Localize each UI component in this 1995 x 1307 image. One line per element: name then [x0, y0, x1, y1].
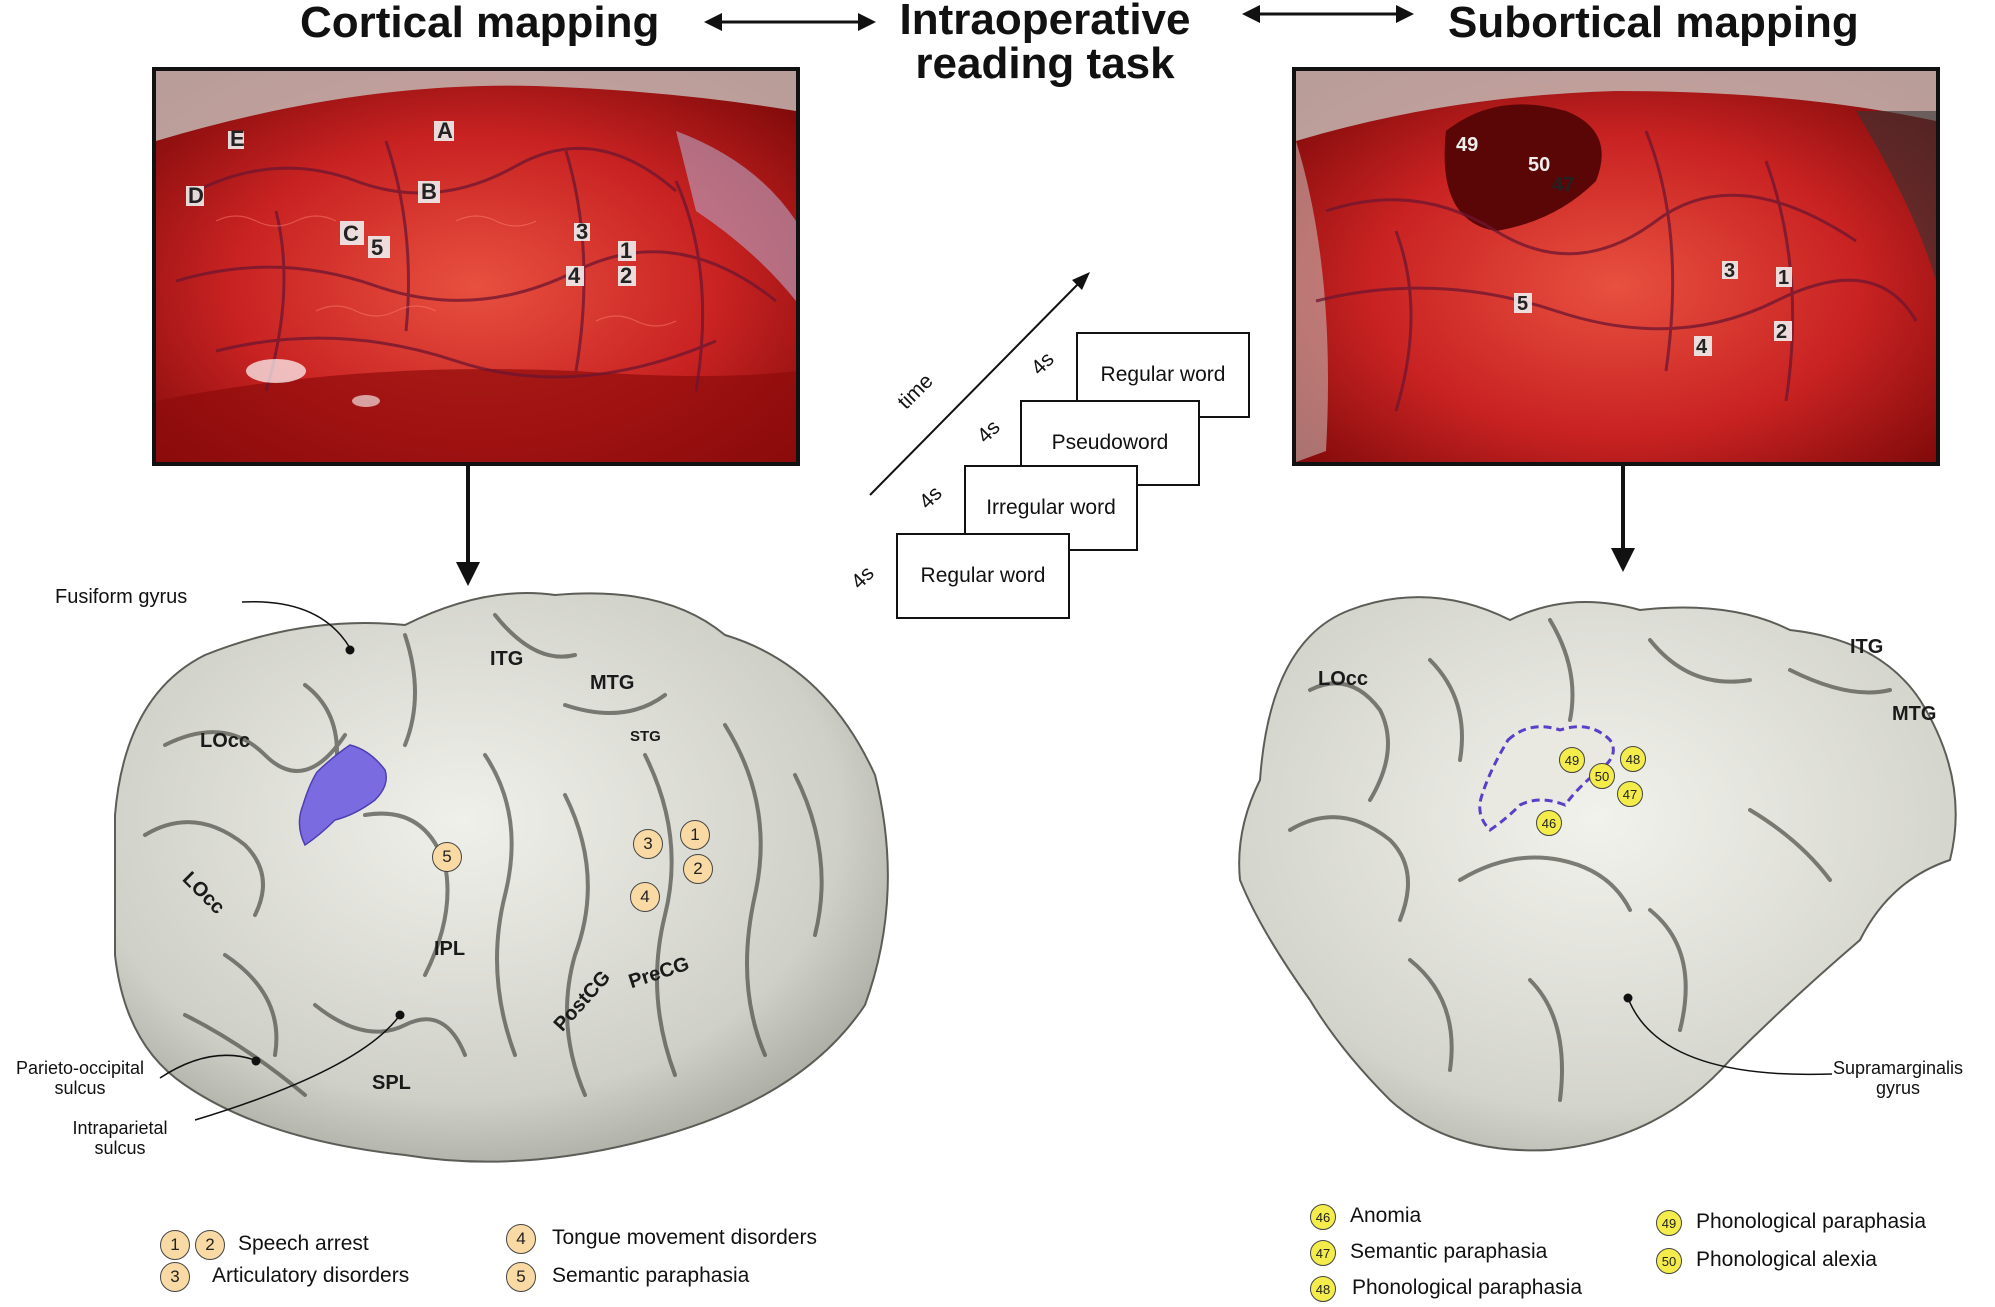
- legend-left-badge-4: 4: [506, 1224, 536, 1254]
- annotation-supra-line1: Supramarginalis: [1832, 1058, 1964, 1078]
- annotation-intrap-line1: Intraparietal: [72, 1118, 168, 1138]
- right-region-itg: ITG: [1850, 636, 1884, 658]
- tag-C: C: [343, 221, 359, 246]
- left-region-itg: ITG: [490, 648, 524, 670]
- right-site-50: 50: [1589, 763, 1615, 789]
- right-site-49: 49: [1559, 747, 1585, 773]
- time-arrow: [869, 272, 1090, 496]
- annotation-fusiform-gyrus: Fusiform gyrus: [55, 586, 188, 608]
- legend-right-badge-47: 47: [1310, 1240, 1336, 1266]
- legend-right-badge-49: 49: [1656, 1210, 1682, 1236]
- task-card-1-word: Regular word: [920, 564, 1046, 587]
- left-region-locc-top: LOcc: [200, 730, 251, 752]
- legend-right-text-semantic: Semantic paraphasia: [1350, 1240, 1548, 1263]
- tag-r5: 5: [1517, 293, 1528, 315]
- legend-left-text-tongue: Tongue movement disorders: [552, 1226, 817, 1249]
- legend-left-badge-3: 3: [160, 1262, 190, 1292]
- leader-fusiform: [241, 600, 355, 655]
- task-card-2-word: Irregular word: [986, 496, 1116, 519]
- legend-right-badge-50: 50: [1656, 1248, 1682, 1274]
- tag-r1: 1: [1778, 267, 1789, 289]
- title-cortical-mapping: Cortical mapping: [300, 0, 660, 47]
- tag-47: 47: [1552, 174, 1574, 196]
- left-region-stg: STG: [630, 728, 661, 745]
- tag-r4: 4: [1696, 336, 1708, 358]
- legend-left-text-speech-arrest: Speech arrest: [238, 1232, 369, 1255]
- annotation-intraparietal: Intraparietal sulcus: [45, 1118, 195, 1158]
- legend-right-text-anomia: Anomia: [1350, 1204, 1422, 1227]
- double-arrow-left: [704, 13, 876, 31]
- task-card-1: Regular word: [896, 533, 1070, 619]
- legend-right-badge-48: 48: [1310, 1276, 1336, 1302]
- title-intraop-line1: Intraoperative: [899, 0, 1191, 44]
- arrow-down-right: [1611, 466, 1635, 572]
- legend-right-text-phonological-48: Phonological paraphasia: [1352, 1276, 1583, 1299]
- tag-49: 49: [1456, 134, 1478, 156]
- task-card-3-word: Pseudoword: [1051, 431, 1169, 454]
- arrow-down-left: [456, 466, 480, 586]
- annotation-parieto-line2: sulcus: [54, 1078, 106, 1098]
- subcortical-surgical-photo: 49 50 47 5 3 1 4 2: [1292, 67, 1940, 466]
- cortical-photo-graphic: A B C D E 5 3 1 4 2: [156, 71, 796, 462]
- task-card-4: Regular word: [1076, 332, 1250, 418]
- tag-A: A: [437, 118, 453, 143]
- tag-2: 2: [620, 263, 632, 288]
- right-site-48: 48: [1620, 746, 1646, 772]
- legend-left-text-articulatory: Articulatory disorders: [212, 1264, 410, 1287]
- title-subcortical-mapping: Subortical mapping: [1448, 0, 1859, 47]
- right-region-mtg: MTG: [1892, 703, 1937, 725]
- tag-4: 4: [568, 263, 581, 288]
- title-intraop-line2: reading task: [915, 39, 1175, 88]
- legend-right-badge-46: 46: [1310, 1204, 1336, 1230]
- left-region-spl: SPL: [372, 1072, 411, 1094]
- leader-supramarginalis: [1623, 993, 1833, 1076]
- legend-right-text-phonological-49: Phonological paraphasia: [1696, 1210, 1927, 1233]
- left-site-5: 5: [432, 842, 462, 872]
- left-brain-surface: [114, 592, 889, 1163]
- legend-left-badge-2: 2: [195, 1230, 225, 1260]
- legend-right-text-alexia: Phonological alexia: [1696, 1248, 1877, 1271]
- left-region-ipl: IPL: [434, 938, 466, 960]
- task-card-4-word: Regular word: [1100, 363, 1226, 386]
- leader-intraparietal: [194, 1010, 405, 1121]
- left-region-mtg: MTG: [590, 672, 635, 694]
- left-brain-highlight-region: [298, 744, 387, 847]
- tag-B: B: [421, 179, 437, 204]
- tag-50: 50: [1528, 154, 1550, 176]
- left-site-1: 1: [680, 820, 710, 850]
- annotation-intrap-line2: sulcus: [94, 1138, 146, 1158]
- subcortical-photo-tags: 49 50 47 5 3 1 4 2: [1456, 134, 1792, 358]
- annotation-supramarginalis: Supramarginalis gyrus: [1818, 1058, 1978, 1098]
- tag-r3: 3: [1724, 260, 1735, 282]
- legend-left-badge-5: 5: [506, 1262, 536, 1292]
- annotation-parieto-occipital: Parieto-occipital sulcus: [0, 1058, 160, 1098]
- cortical-surgical-photo: A B C D E 5 3 1 4 2: [152, 67, 800, 466]
- legend-left-text-semantic: Semantic paraphasia: [552, 1264, 750, 1287]
- tag-3: 3: [576, 219, 588, 244]
- cortical-photo-tags: A B C D E 5 3 1 4 2: [186, 118, 636, 288]
- annotation-parieto-line1: Parieto-occipital: [15, 1058, 145, 1078]
- tag-D: D: [188, 183, 204, 208]
- annotation-supra-line2: gyrus: [1875, 1078, 1920, 1098]
- tag-1: 1: [620, 238, 632, 263]
- tag-E: E: [230, 126, 245, 151]
- double-arrow-right: [1242, 5, 1414, 23]
- right-site-46: 46: [1536, 810, 1562, 836]
- left-site-3: 3: [633, 829, 663, 859]
- tag-r2: 2: [1776, 321, 1787, 343]
- leader-parieto-occipital: [159, 1054, 261, 1079]
- right-region-locc: LOcc: [1318, 668, 1369, 690]
- left-site-2: 2: [683, 854, 713, 884]
- right-site-47: 47: [1617, 781, 1643, 807]
- subcortical-photo-graphic: 49 50 47 5 3 1 4 2: [1296, 71, 1936, 462]
- legend-left-badge-1: 1: [160, 1230, 190, 1260]
- title-intraoperative-reading-task: Intraoperative reading task: [880, 0, 1210, 86]
- left-site-4: 4: [630, 882, 660, 912]
- tag-5: 5: [371, 235, 383, 260]
